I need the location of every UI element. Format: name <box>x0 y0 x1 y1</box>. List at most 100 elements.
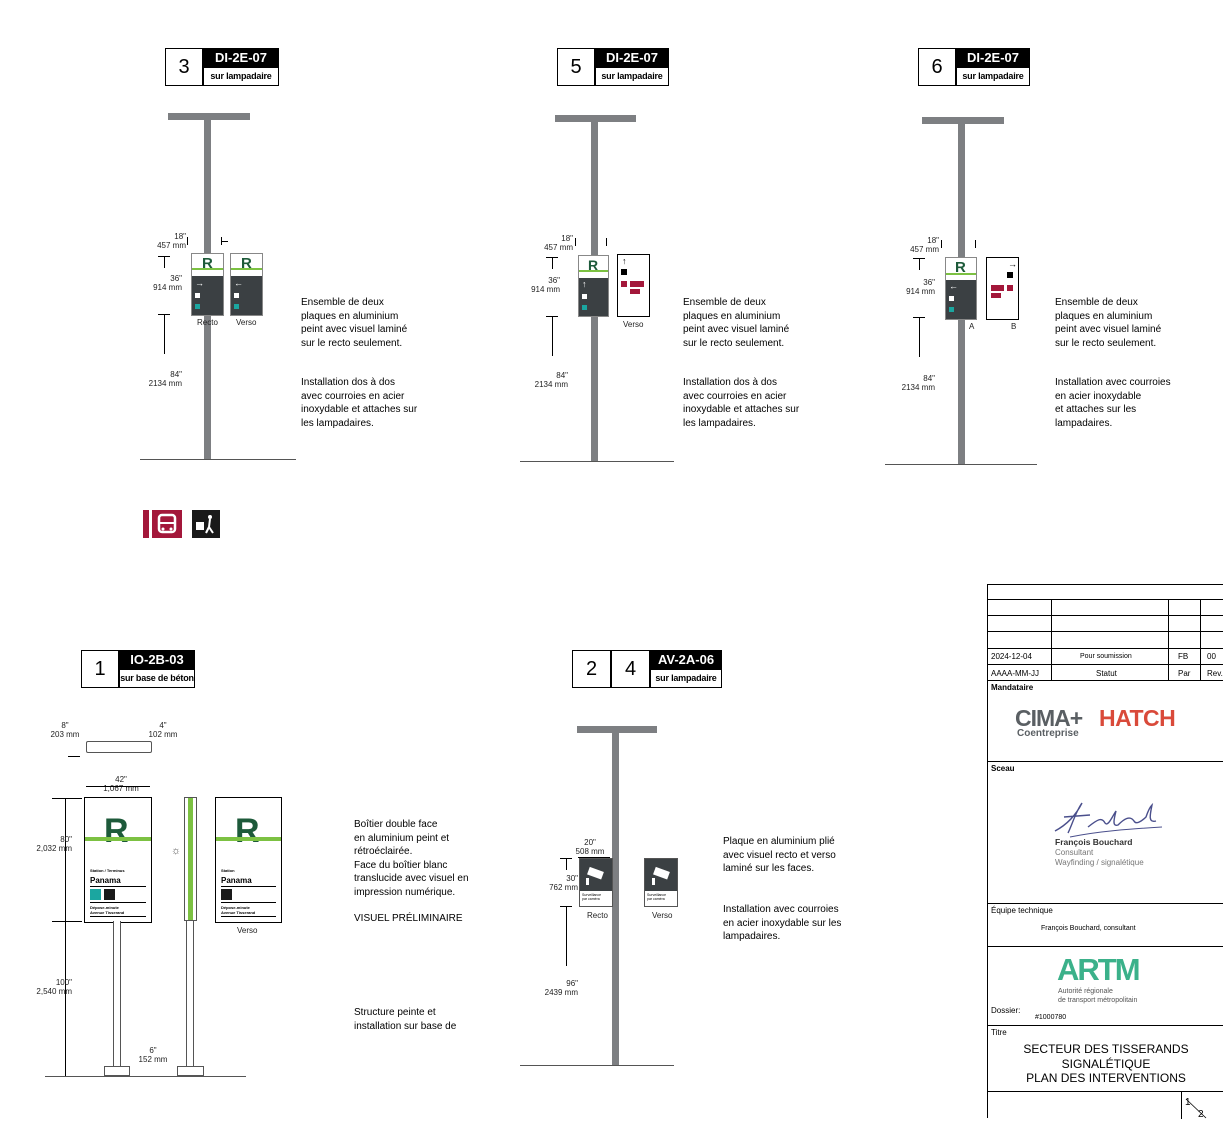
sign5-desc2: Installation dos à dos avec courroies en… <box>683 377 800 429</box>
sign6-code: DI-2E-07 <box>956 48 1030 67</box>
signer-name: François Bouchard <box>1055 837 1133 847</box>
arrow-right-icon: → <box>1008 259 1017 269</box>
sign6-face-b: B <box>1011 322 1017 331</box>
dim-18: 18" 457 mm <box>157 232 186 250</box>
camera-icon <box>580 859 612 891</box>
green-band <box>216 837 281 841</box>
dim-tick <box>52 921 82 922</box>
kiss-and-ride-icon <box>104 889 115 900</box>
dim-84: 84" 2134 mm <box>534 371 568 389</box>
dim-18: 18" 457 mm <box>544 234 573 252</box>
sign3-desc1: Ensemble de deux plaques en aluminium pe… <box>301 297 408 349</box>
dim-84: 84" 2134 mm <box>901 374 935 392</box>
sign1-number: 1 <box>81 650 119 688</box>
sign1-face-b: Verso <box>237 926 258 935</box>
dim-tick <box>187 237 188 245</box>
dim-20: 20" 508 mm <box>575 838 605 856</box>
bus-icon <box>949 307 954 312</box>
revision-status: Pour soumission <box>1080 653 1132 660</box>
sign1-panel-recto: R Station / Terminus Panama Dépose-minut… <box>84 797 152 923</box>
camera-icon <box>645 859 677 891</box>
dossier-label: Dossier: <box>991 1006 1021 1015</box>
sign1-desc2: VISUEL PRÉLIMINAIRE <box>354 913 463 924</box>
kicker: Station / Terminus <box>90 868 125 873</box>
arrow-right-icon: → <box>195 278 204 288</box>
dim-tick <box>68 756 80 757</box>
drop-off-label: Dépose-minute Avenue Tisserand <box>221 905 256 915</box>
signer-dept: Wayfinding / signalétique <box>1055 858 1144 867</box>
rem-icon <box>582 294 587 299</box>
dim-42: 42" 1,067 mm <box>103 775 139 793</box>
route-badge <box>630 289 640 294</box>
hatch-logo: HATCH <box>1099 705 1176 731</box>
header-date: AAAA-MM-JJ <box>991 669 1039 678</box>
sign5-number: 5 <box>557 48 595 86</box>
post <box>113 921 121 1067</box>
dim-tick <box>566 906 567 966</box>
sign3-face-b: Verso <box>236 318 257 327</box>
sign5-panel-recto: R ↑ <box>578 255 609 317</box>
dim-tick <box>52 798 82 799</box>
walk-icon <box>1007 272 1013 278</box>
r-logo: R <box>241 255 252 272</box>
route-badge <box>991 293 1001 298</box>
rem-icon <box>195 293 200 298</box>
divider <box>90 916 146 917</box>
green-band <box>579 270 608 272</box>
page-number: 1 <box>1185 1097 1191 1108</box>
bus-icon <box>195 304 200 309</box>
rtl-badge <box>991 285 1004 291</box>
sign24-panel-verso: Surveillance par caméra <box>644 858 678 907</box>
sign3-mount: sur lampadaire <box>203 67 279 86</box>
dim-tick <box>164 314 165 354</box>
sign5-face-b: Verso <box>623 320 644 329</box>
sign24-panel-recto: Surveillance par caméra <box>579 858 613 907</box>
divider <box>221 902 276 903</box>
sign24-face-a: Recto <box>587 911 608 920</box>
sign1-code: IO-2B-03 <box>119 650 195 669</box>
dim-30: 30" 762 mm <box>549 874 578 892</box>
green-edge <box>188 798 193 920</box>
ground-line <box>885 464 1037 465</box>
dim-tick <box>941 240 942 248</box>
sign3-desc2: Installation dos à dos avec courroies en… <box>301 377 418 429</box>
dim-tick <box>566 858 567 870</box>
dim-line <box>578 857 610 858</box>
titre-label: Titre <box>991 1028 1007 1037</box>
sign1-mount: sur base de béton <box>119 669 195 688</box>
kiss-and-ride-icon <box>192 510 220 538</box>
dim-84: 84" 2134 mm <box>148 370 182 388</box>
rtl-badge <box>630 281 644 287</box>
dim-6: 6" 152 mm <box>138 1046 168 1064</box>
base-plate <box>177 1066 204 1076</box>
artm-line1: Autorité régionale <box>1058 988 1113 995</box>
sign6-mount: sur lampadaire <box>956 67 1030 86</box>
ground-line <box>520 1065 674 1066</box>
base-plate <box>104 1066 130 1076</box>
bus-icon <box>90 889 101 900</box>
dim-tick <box>552 316 553 356</box>
arrow-up-icon: ↑ <box>582 279 587 289</box>
sign6-desc2: Installation avec courroies en acier ino… <box>1055 377 1171 429</box>
rtl-bar-icon <box>143 510 149 538</box>
sign24-face-b: Verso <box>652 911 673 920</box>
title-line3: PLAN DES INTERVENTIONS <box>1026 1071 1186 1085</box>
sign6-desc1: Ensemble de deux plaques en aluminium pe… <box>1055 297 1162 349</box>
sign24-code: AV-2A-06 <box>650 650 722 669</box>
station-name: Panama <box>90 876 121 885</box>
bus-icon <box>582 305 587 310</box>
sign1-panel-verso: R Station Panama Dépose-minute Avenue Ti… <box>215 797 282 923</box>
header-by: Par <box>1178 669 1191 678</box>
mandataire-label: Mandataire <box>991 683 1034 692</box>
sign6-number: 6 <box>918 48 956 86</box>
dim-100: 100" 2,540 mm <box>36 978 72 996</box>
sign5-code: DI-2E-07 <box>595 48 669 67</box>
drawing-title: SECTEUR DES TISSERANDS SIGNALÉTIQUE PLAN… <box>988 1042 1223 1086</box>
dim-4: 4" 102 mm <box>148 721 178 739</box>
dim-96: 96" 2439 mm <box>544 979 578 997</box>
r-logo: R <box>588 257 599 273</box>
drop-off-label: Dépose-minute Avenue Tisserand <box>90 905 125 915</box>
signer-role: Consultant <box>1055 848 1094 857</box>
sign3-number: 3 <box>165 48 203 86</box>
sign3-face-a: Recto <box>197 318 218 327</box>
